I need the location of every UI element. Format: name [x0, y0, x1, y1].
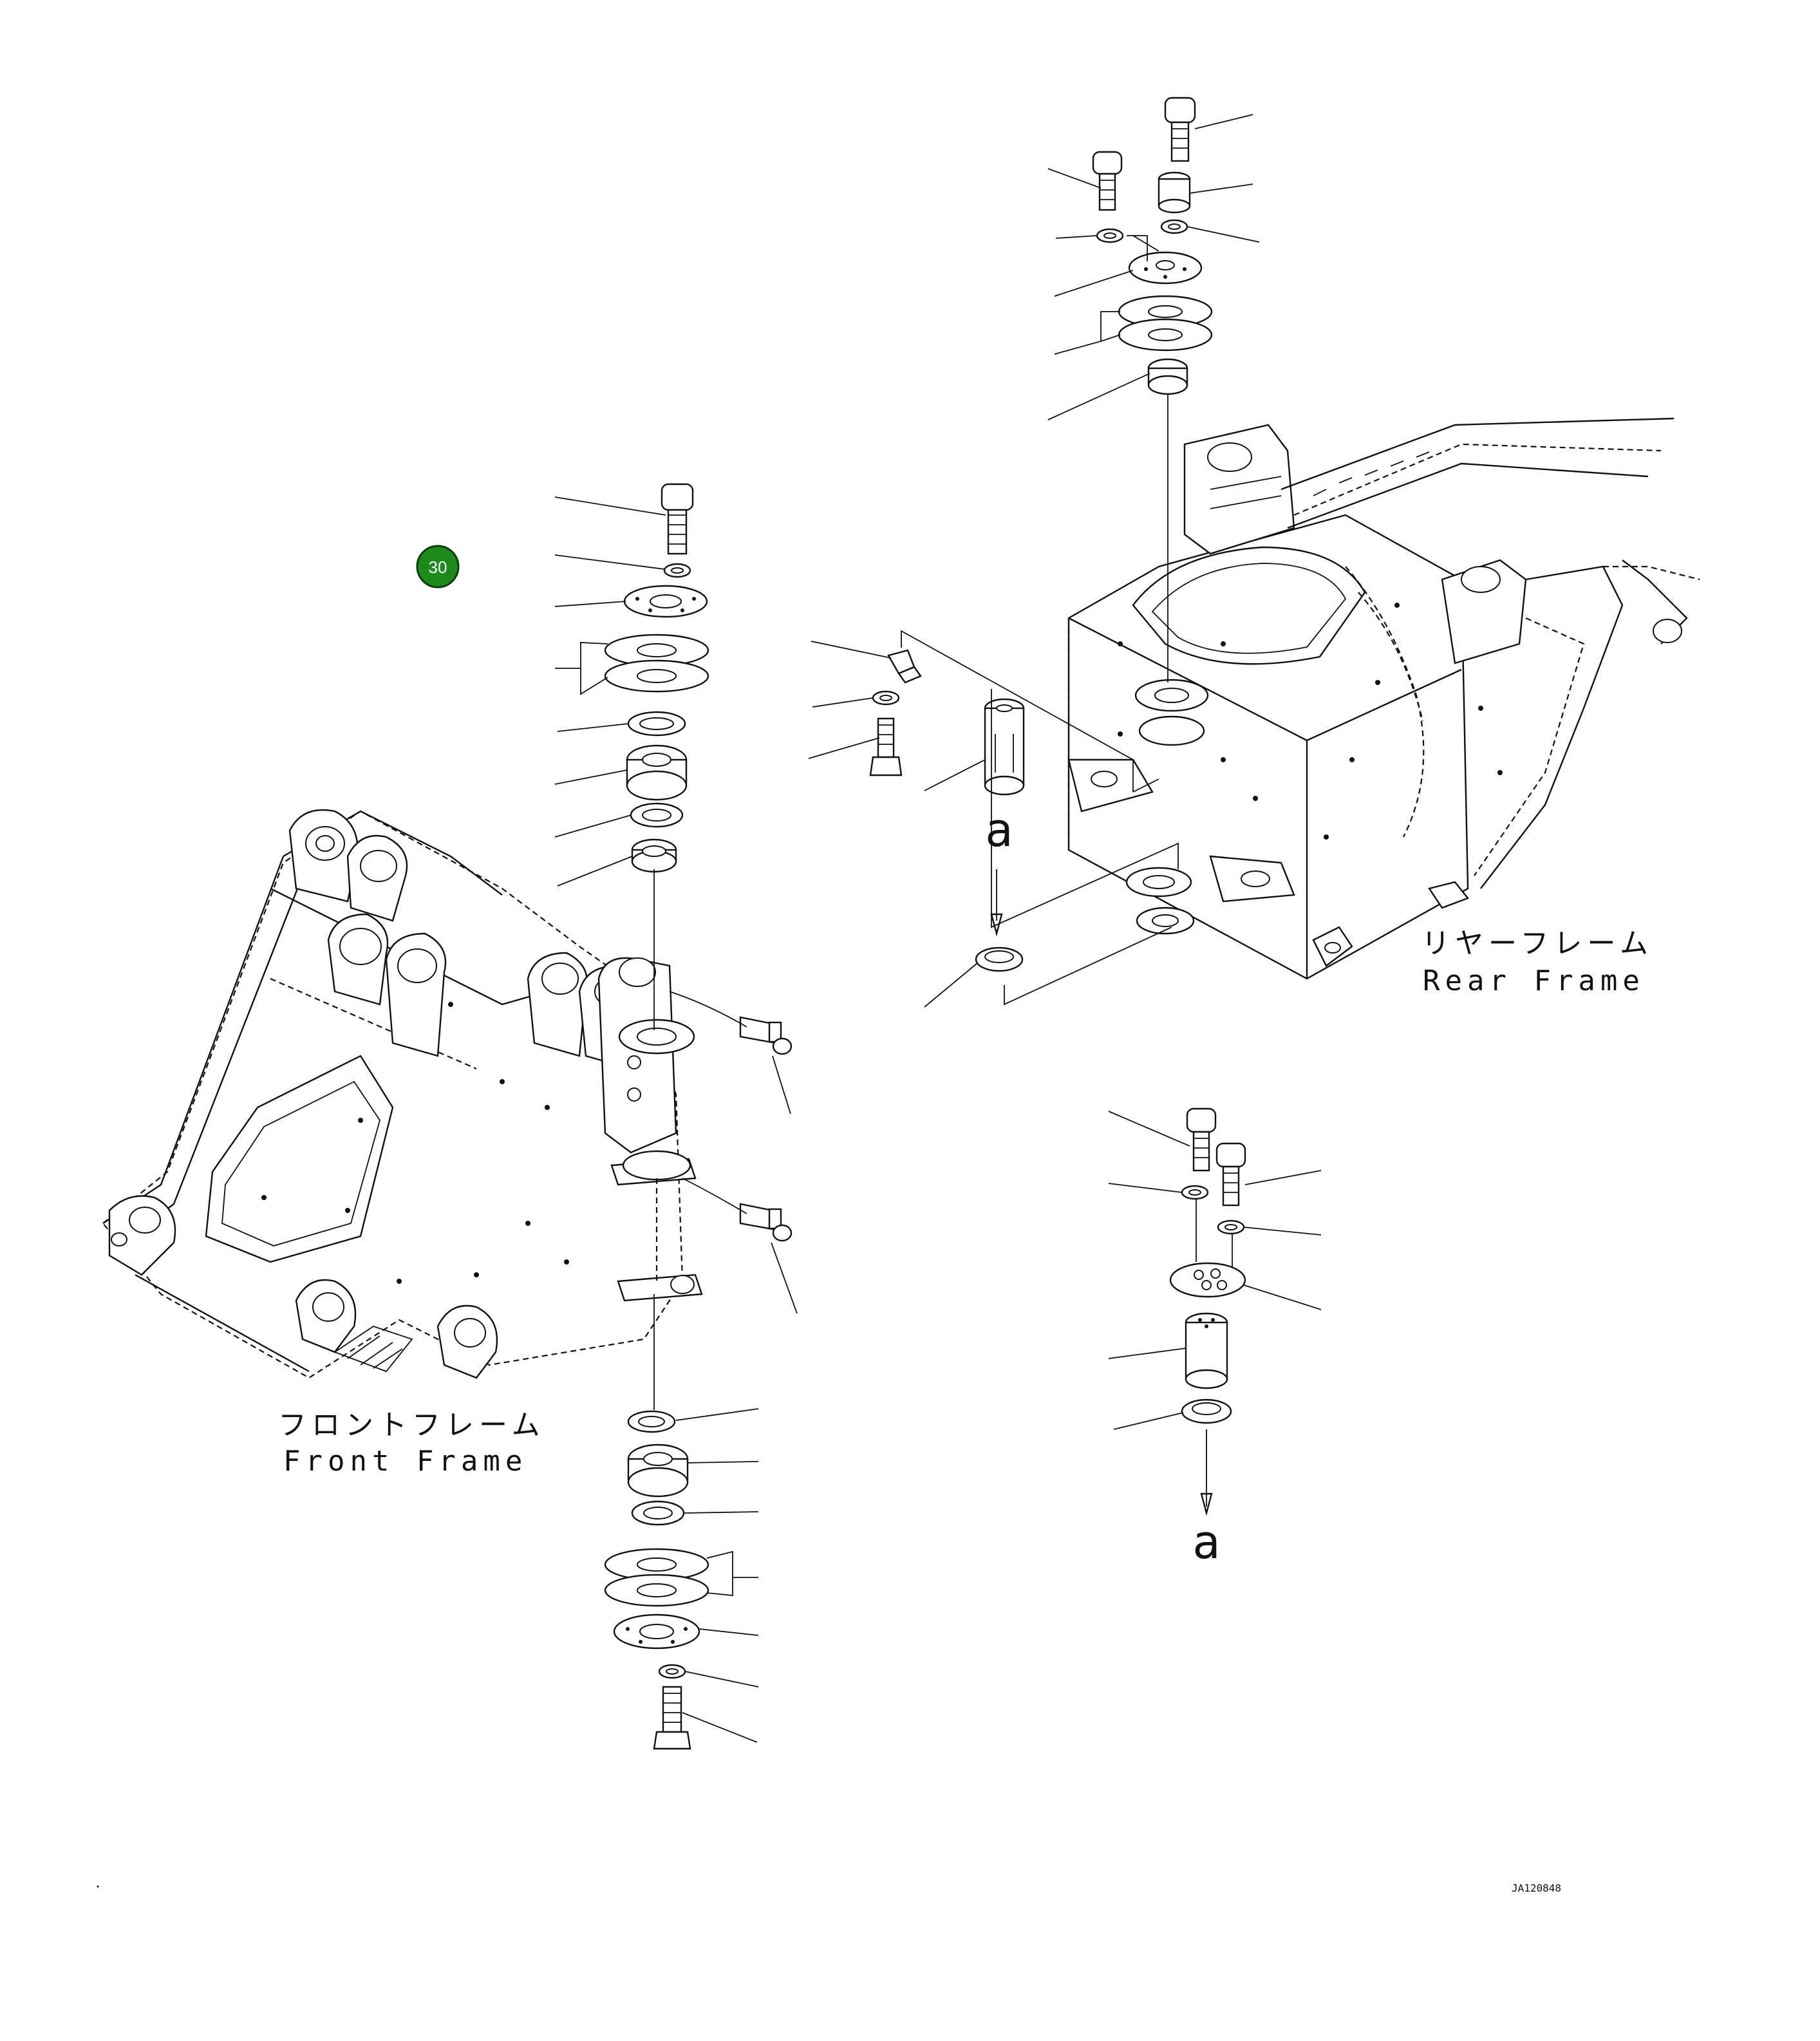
- front-frame: [102, 809, 703, 1379]
- leader-lines: [554, 114, 1322, 1743]
- rear-center-pin: [984, 698, 1025, 796]
- front-upper-pin-stack: [604, 483, 709, 1030]
- detail-ref-top-label: a: [985, 803, 1013, 857]
- rear-frame-en-label: Rear Frame: [1423, 964, 1645, 997]
- front-frame-jp-label: フロントフレーム: [278, 1409, 545, 1442]
- grease-fitting-upper: [669, 991, 793, 1055]
- front-lower-pin-stack: [604, 1294, 709, 1750]
- callout-30-circle[interactable]: [416, 545, 460, 588]
- rear-frame: [1067, 417, 1700, 980]
- detail-ref-bottom-label: a: [1192, 1515, 1220, 1569]
- callout-30[interactable]: 30: [416, 545, 460, 588]
- rear-seal-ring: [975, 689, 1179, 1006]
- rear-top-pin-stack: [1092, 97, 1213, 682]
- drawing-number: JA120848: [1512, 1882, 1561, 1894]
- grease-fitting-lower: [682, 1178, 793, 1242]
- callout-30-number[interactable]: 30: [429, 558, 447, 577]
- detail-a-parts: [1169, 1107, 1246, 1516]
- front-frame-en-label: Front Frame: [283, 1445, 527, 1478]
- rear-frame-jp-label: リヤーフレーム: [1421, 927, 1653, 960]
